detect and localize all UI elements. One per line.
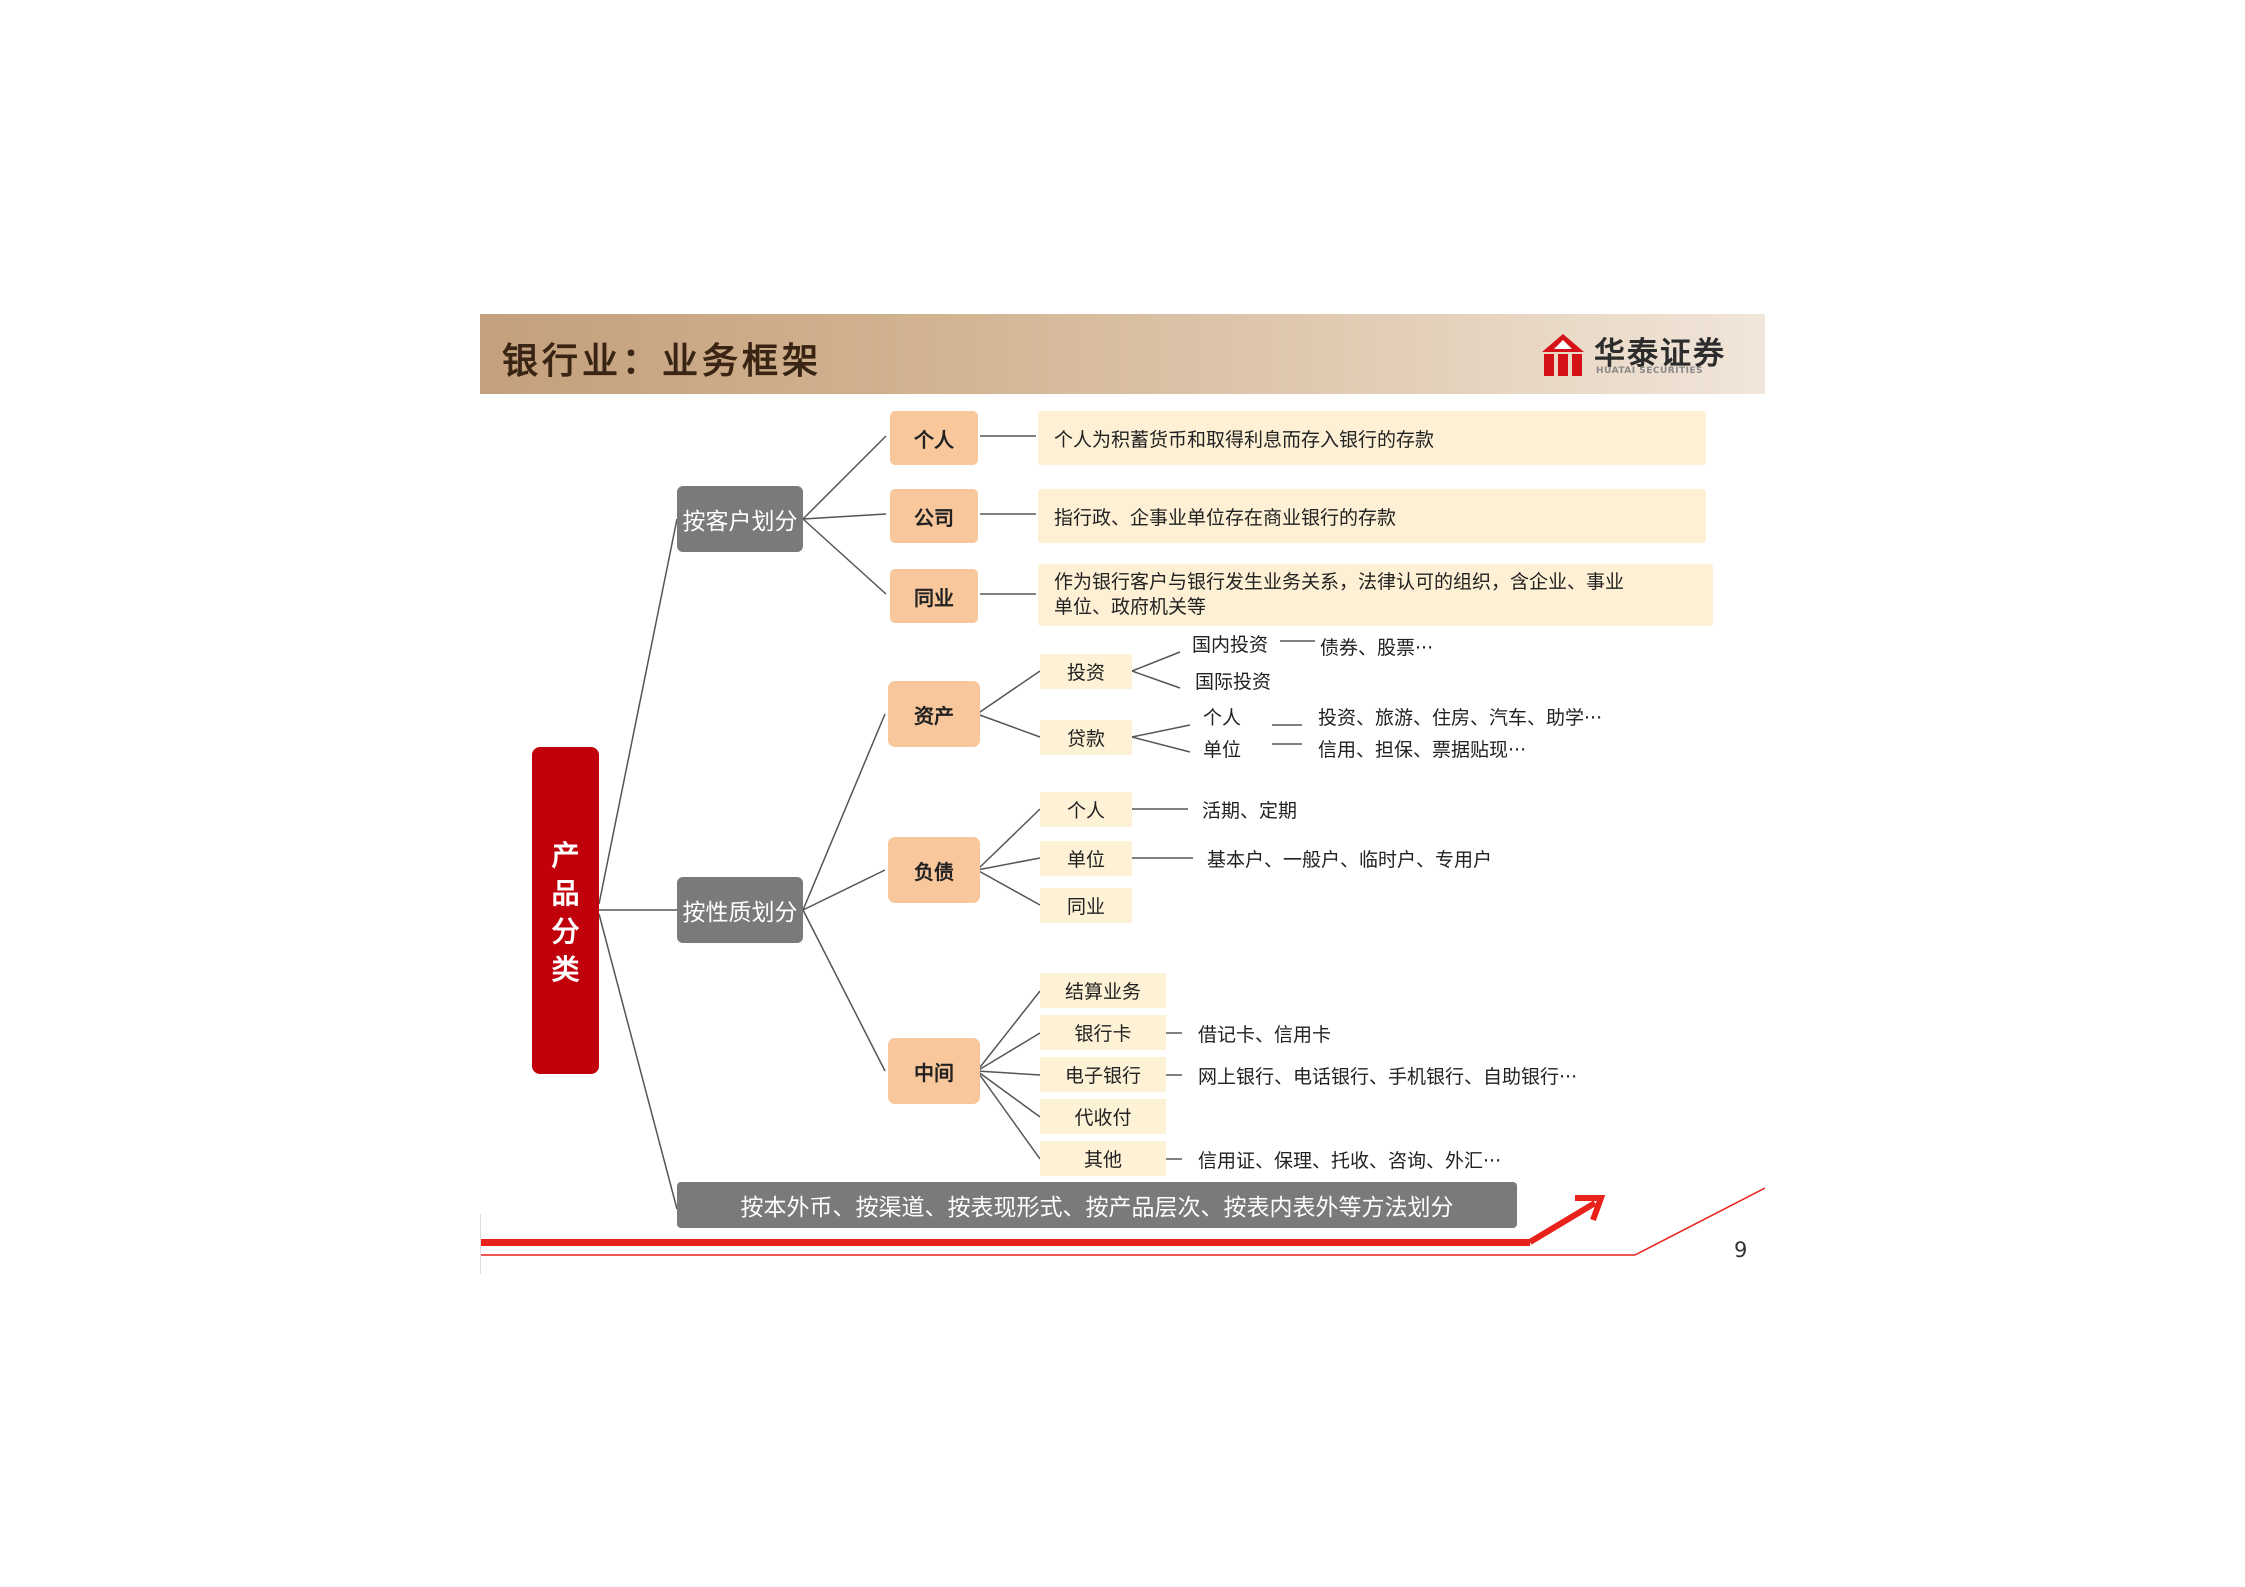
text-loan-personal: 个人	[1203, 707, 1242, 729]
text-domestic-investment: 国内投资	[1192, 634, 1269, 656]
slide: 银行业：业务框架 华泰证券 HUATAI SECURITIES	[480, 314, 1765, 1274]
node-liability-unit: 单位	[1040, 841, 1132, 876]
root-char: 产	[551, 838, 580, 872]
desc-customer-corporate: 指行政、企事业单位存在商业银行的存款	[1038, 489, 1706, 543]
red-stripe-thick	[480, 1239, 1530, 1246]
text-domestic-investment-detail: 债券、股票···	[1320, 637, 1434, 659]
node-e-banking: 电子银行	[1040, 1057, 1166, 1092]
text-liability-personal-detail: 活期、定期	[1202, 800, 1298, 822]
text-international-investment: 国际投资	[1195, 671, 1272, 693]
logo-chinese-text: 华泰证券	[1594, 336, 1726, 372]
slide-header: 银行业：业务框架 华泰证券 HUATAI SECURITIES	[480, 314, 1765, 394]
text-bank-card-detail: 借记卡、信用卡	[1198, 1024, 1332, 1046]
node-customer-corporate: 公司	[890, 489, 978, 543]
text-loan-personal-detail: 投资、旅游、住房、汽车、助学···	[1318, 707, 1603, 729]
node-agency: 代收付	[1040, 1099, 1166, 1134]
node-assets: 资产	[888, 681, 980, 747]
node-intermediate: 中间	[888, 1038, 980, 1104]
text-liability-unit-detail: 基本户、一般户、临时户、专用户	[1207, 849, 1493, 871]
text-other-detail: 信用证、保理、托收、咨询、外汇···	[1198, 1150, 1502, 1172]
company-logo: 华泰证券 HUATAI SECURITIES	[1540, 328, 1745, 382]
node-liabilities: 负债	[888, 837, 980, 903]
root-char: 分	[551, 914, 580, 948]
node-customer-personal: 个人	[890, 411, 978, 465]
desc-line: 单位、政府机关等	[1054, 596, 1207, 618]
desc-customer-personal: 个人为积蓄货币和取得利息而存入银行的存款	[1038, 411, 1706, 465]
node-liability-personal: 个人	[1040, 792, 1132, 827]
root-product-classification: 产 品 分 类	[532, 747, 599, 1074]
node-loans: 贷款	[1040, 720, 1132, 755]
text-loan-unit-detail: 信用、担保、票据贴现···	[1318, 739, 1527, 761]
root-char: 类	[551, 952, 580, 986]
node-by-customer: 按客户划分	[677, 486, 803, 552]
red-diagonal-line	[1634, 1187, 1765, 1256]
node-other-methods: 按本外币、按渠道、按表现形式、按产品层次、按表内表外等方法划分	[677, 1182, 1517, 1228]
node-by-nature: 按性质划分	[677, 877, 803, 943]
node-customer-interbank: 同业	[890, 569, 978, 623]
slide-title: 银行业：业务框架	[502, 341, 823, 382]
node-settlement: 结算业务	[1040, 973, 1166, 1008]
red-arrow-shaft	[1528, 1200, 1597, 1245]
text-e-banking-detail: 网上银行、电话银行、手机银行、自助银行···	[1198, 1066, 1578, 1088]
root-char: 品	[551, 876, 580, 910]
node-bank-card: 银行卡	[1040, 1015, 1166, 1050]
node-liability-interbank: 同业	[1040, 888, 1132, 923]
desc-customer-interbank: 作为银行客户与银行发生业务关系，法律认可的组织，含企业、事业 单位、政府机关等	[1038, 564, 1713, 626]
node-other: 其他	[1040, 1141, 1166, 1176]
page-number: 9	[1734, 1238, 1748, 1262]
desc-line: 作为银行客户与银行发生业务关系，法律认可的组织，含企业、事业	[1054, 571, 1625, 593]
logo-icon	[1542, 334, 1584, 376]
node-investment: 投资	[1040, 654, 1132, 689]
logo-english-text: HUATAI SECURITIES	[1596, 366, 1704, 376]
connector-lines	[480, 435, 1765, 1274]
text-loan-unit: 单位	[1203, 739, 1242, 761]
red-arrow-head	[1575, 1195, 1606, 1222]
